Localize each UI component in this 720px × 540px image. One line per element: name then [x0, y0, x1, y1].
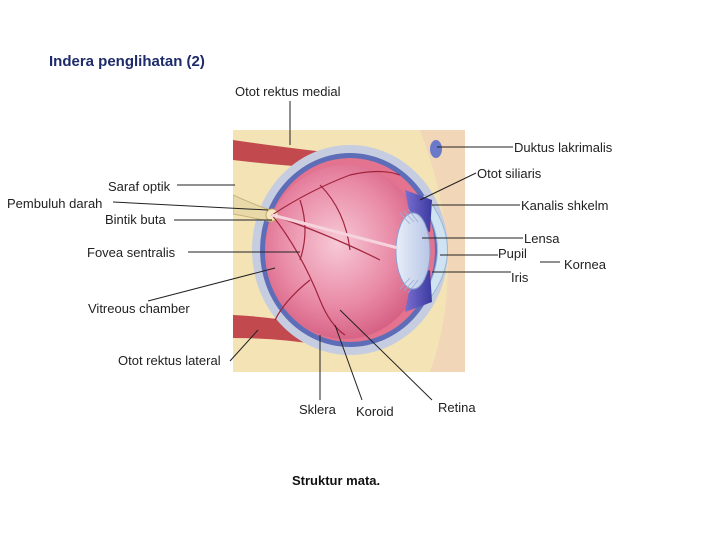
- label-lensa: Lensa: [524, 231, 560, 246]
- label-kanalis-shkelm: Kanalis shkelm: [521, 198, 609, 213]
- label-koroid: Koroid: [356, 404, 394, 419]
- label-duktus-lakrimalis: Duktus lakrimalis: [514, 140, 613, 155]
- label-iris: Iris: [511, 270, 529, 285]
- label-bintik-buta: Bintik buta: [105, 212, 166, 227]
- lens-shape: [395, 212, 431, 290]
- leader-lines: [112, 101, 560, 401]
- label-kornea: Kornea: [564, 257, 606, 272]
- label-fovea-sentralis: Fovea sentralis: [87, 245, 176, 260]
- eyelid: [420, 130, 465, 372]
- zonular-fibers: [399, 208, 419, 294]
- hyaloid-canal: [271, 213, 399, 250]
- optic-nerve-shape: [233, 194, 273, 223]
- label-vitreous-chamber: Vitreous chamber: [88, 301, 190, 316]
- label-pembuluh-darah: Pembuluh darah: [7, 196, 103, 211]
- figure-caption: Struktur mata.: [292, 473, 381, 488]
- label-otot-rektus-lateral: Otot rektus lateral: [118, 353, 221, 368]
- label-pupil: Pupil: [498, 246, 527, 261]
- page-title: Indera penglihatan (2): [49, 53, 205, 70]
- eye-illustration: [233, 130, 465, 372]
- vitreous-body: [265, 165, 425, 339]
- label-retina: Retina: [438, 400, 476, 415]
- label-saraf-optik: Saraf optik: [108, 179, 171, 194]
- label-sklera: Sklera: [299, 402, 336, 417]
- label-otot-siliaris: Otot siliaris: [477, 166, 542, 181]
- lacrimal-duct-shape: [430, 140, 442, 158]
- label-otot-rektus-medial: Otot rektus medial: [235, 84, 341, 99]
